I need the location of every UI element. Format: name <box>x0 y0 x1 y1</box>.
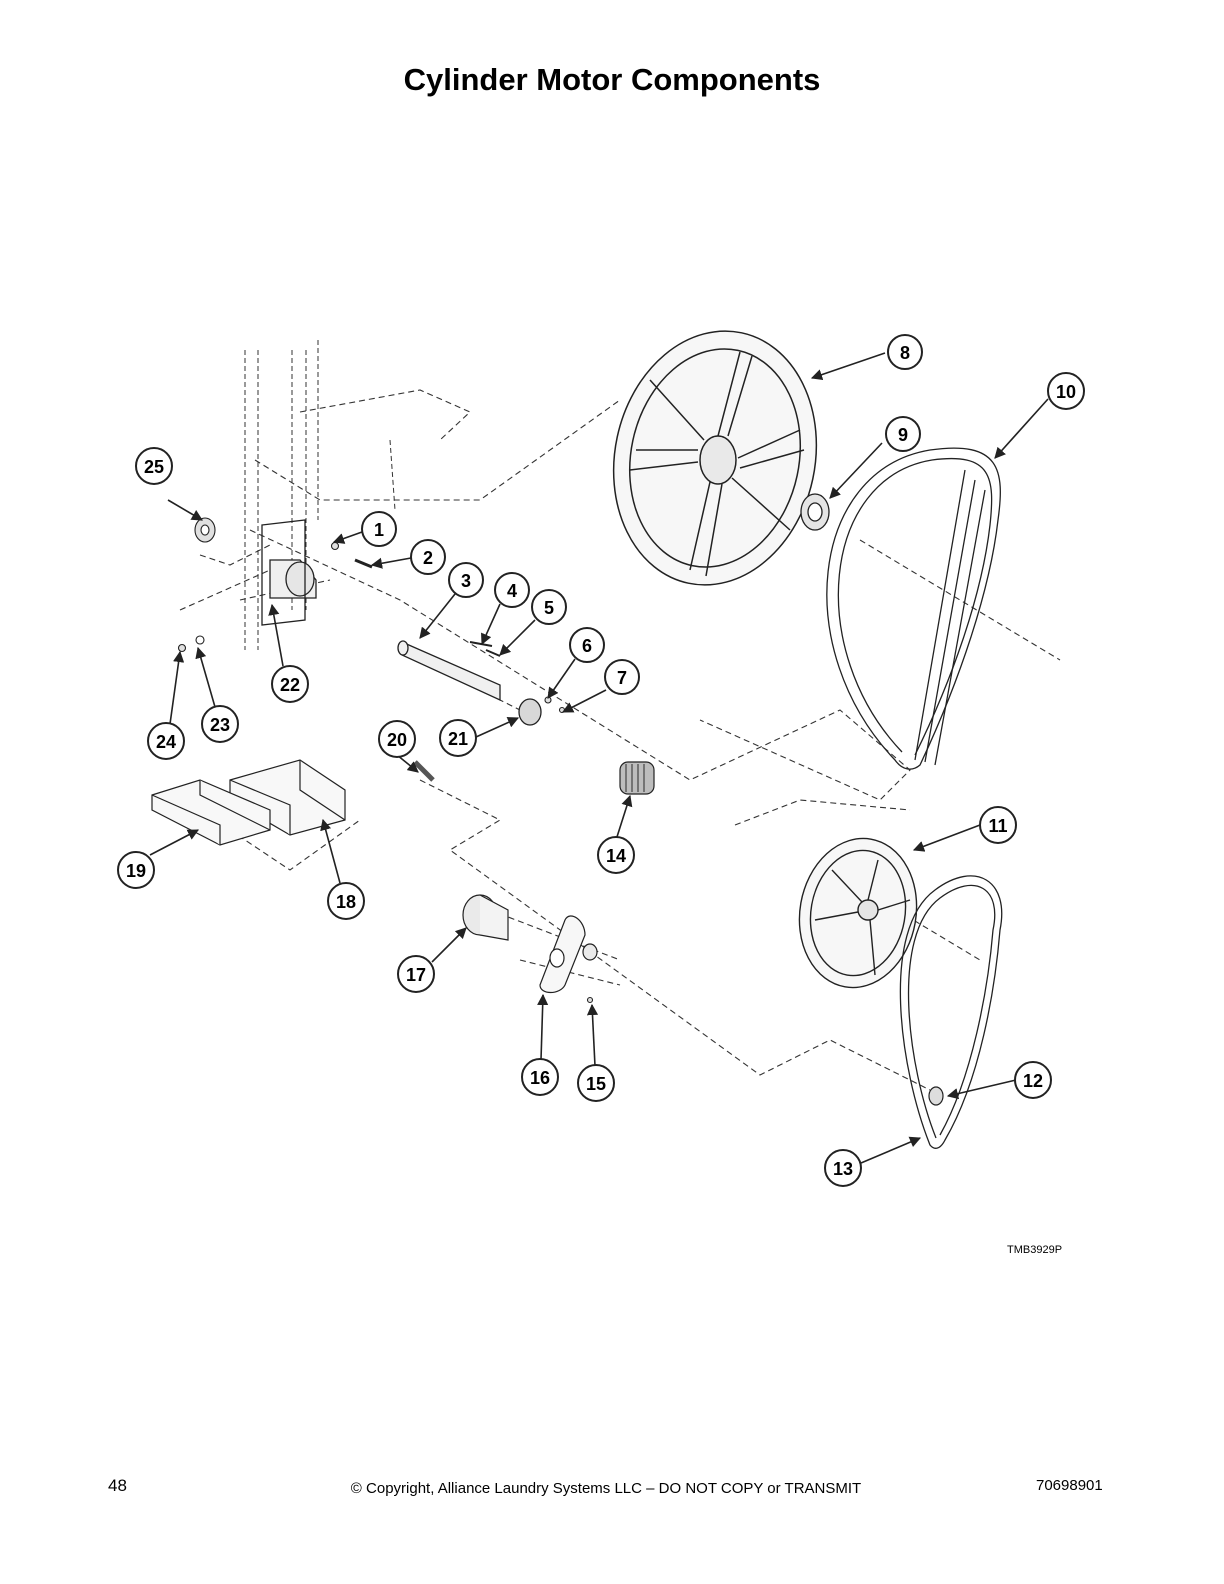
belt-small <box>899 875 1003 1149</box>
motor-pulley <box>619 761 655 795</box>
svg-text:3: 3 <box>461 571 471 591</box>
callout-1: 1 <box>361 511 397 547</box>
page-number: 48 <box>108 1476 127 1495</box>
callout-12: 12 <box>1014 1061 1052 1099</box>
svg-text:10: 10 <box>1056 382 1076 402</box>
pulley-small <box>798 837 918 989</box>
svg-text:25: 25 <box>144 457 164 477</box>
motor-and-plate <box>462 894 598 994</box>
svg-text:14: 14 <box>606 846 626 866</box>
leader-arrows <box>149 352 1049 1164</box>
svg-text:16: 16 <box>530 1068 550 1088</box>
hardware <box>177 517 594 1004</box>
callout-13: 13 <box>824 1149 862 1187</box>
callout-25: 25 <box>135 447 173 485</box>
svg-text:4: 4 <box>507 581 517 601</box>
svg-text:9: 9 <box>898 425 908 445</box>
callout-23: 23 <box>201 705 239 743</box>
svg-text:19: 19 <box>126 861 146 881</box>
bracket-parts <box>151 759 346 846</box>
callout-17: 17 <box>397 955 435 993</box>
shaft-assembly <box>261 519 542 726</box>
callout-2: 2 <box>410 539 446 575</box>
svg-text:20: 20 <box>387 730 407 750</box>
svg-text:1: 1 <box>374 520 384 540</box>
callout-24: 24 <box>147 722 185 760</box>
callout-5: 5 <box>531 589 567 625</box>
svg-text:8: 8 <box>900 343 910 363</box>
cylinder-pulley-large <box>612 330 818 586</box>
svg-text:17: 17 <box>406 965 426 985</box>
svg-text:12: 12 <box>1023 1071 1043 1091</box>
callout-22: 22 <box>271 665 309 703</box>
callout-15: 15 <box>577 1064 615 1102</box>
idler-part <box>928 1086 944 1106</box>
figure-code: TMB3929P <box>1007 1244 1063 1256</box>
frame-rails <box>244 340 396 650</box>
taper-bushing <box>800 493 830 531</box>
callout-3: 3 <box>448 562 484 598</box>
svg-text:15: 15 <box>586 1074 606 1094</box>
svg-text:6: 6 <box>582 636 592 656</box>
callout-6: 6 <box>569 627 605 663</box>
svg-text:7: 7 <box>617 668 627 688</box>
copyright-notice: © Copyright, Alliance Laundry Systems LL… <box>350 1480 862 1497</box>
svg-text:11: 11 <box>988 816 1007 836</box>
callout-16: 16 <box>521 1058 559 1096</box>
callouts: 1 2 3 4 5 6 7 8 9 10 11 12 13 14 15 16 1… <box>117 334 1085 1187</box>
svg-text:22: 22 <box>280 675 300 695</box>
svg-text:21: 21 <box>448 729 468 749</box>
svg-text:23: 23 <box>210 715 230 735</box>
svg-text:18: 18 <box>336 892 356 912</box>
callout-14: 14 <box>597 836 635 874</box>
callout-20: 20 <box>378 720 416 758</box>
svg-text:24: 24 <box>156 732 176 752</box>
svg-text:13: 13 <box>833 1159 853 1179</box>
callout-10: 10 <box>1047 372 1085 410</box>
callout-9: 9 <box>885 416 921 452</box>
callout-19: 19 <box>117 851 155 889</box>
svg-text:5: 5 <box>544 598 554 618</box>
callout-21: 21 <box>439 719 477 757</box>
belt-large <box>826 447 1001 770</box>
callout-8: 8 <box>887 334 923 370</box>
callout-11: 11 <box>979 806 1017 844</box>
callout-18: 18 <box>327 882 365 920</box>
page-title: Cylinder Motor Components <box>403 62 821 97</box>
callout-7: 7 <box>604 659 640 695</box>
svg-text:2: 2 <box>423 548 433 568</box>
document-number: 70698901 <box>1036 1477 1103 1494</box>
callout-4: 4 <box>494 572 530 608</box>
